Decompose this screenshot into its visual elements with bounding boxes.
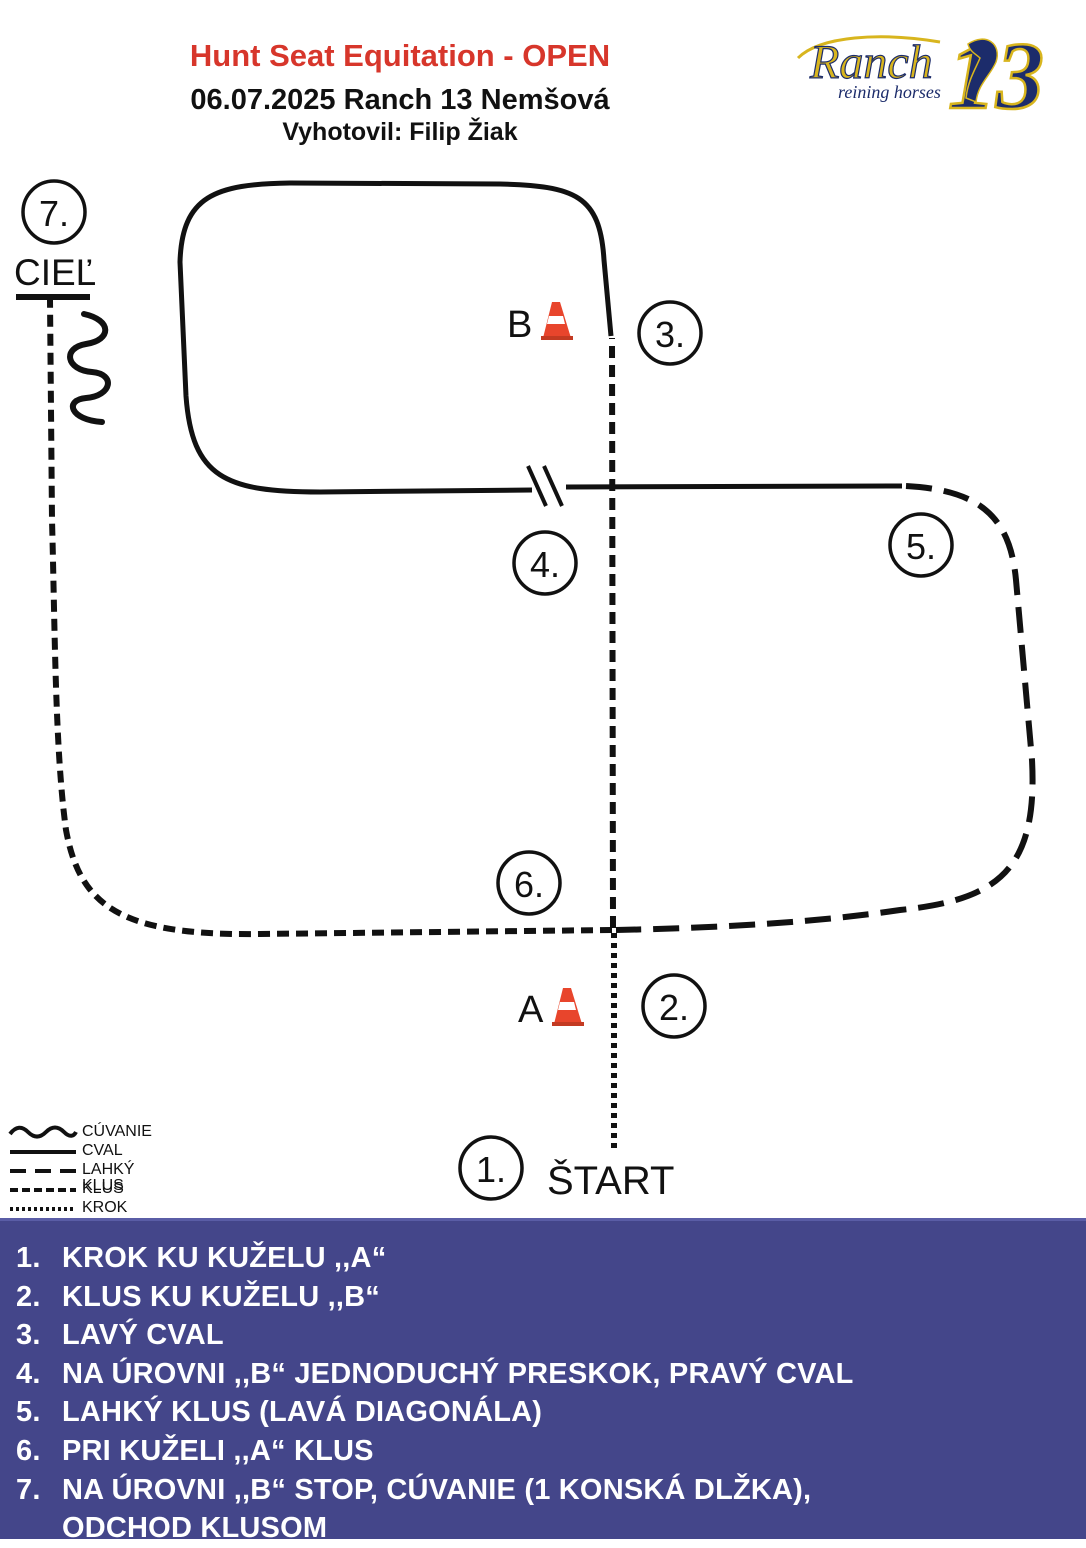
backup-wave <box>67 311 111 425</box>
author-line: Vyhotovil: Filip Žiak <box>282 118 518 146</box>
marker-5-label: 5. <box>906 526 936 567</box>
posting-trot-path <box>615 483 1036 933</box>
step-text: KLUS KU KUŽELU ,,B“ <box>62 1280 380 1313</box>
logo-tagline: reining horses <box>838 82 941 102</box>
marker-7-label: 7. <box>39 193 69 234</box>
solid-line-icon <box>10 1150 76 1154</box>
lope-path-left-circle <box>177 180 614 495</box>
cone-b-label: B <box>507 304 532 346</box>
ranch-13-logo: Ranch reining horses 13 <box>796 21 1045 124</box>
marker-6-label: 6. <box>514 864 544 905</box>
long-dash-line-icon <box>10 1169 76 1173</box>
wave-line-icon <box>8 1125 78 1139</box>
step-number: 3. <box>16 1319 41 1352</box>
marker-1: 1. <box>458 1135 524 1201</box>
step-text: PRI KUŽELI ,,A“ KLUS <box>62 1434 374 1467</box>
step-item: 1. KROK KU KUŽELU ,,A“ <box>16 1239 1086 1278</box>
event-date-location: 06.07.2025 Ranch 13 Nemšová <box>190 84 610 116</box>
legend-label-posting-trot: LAHKÝ KLUS <box>82 1161 135 1194</box>
marker-5: 5. <box>888 512 954 578</box>
marker-4: 4. <box>512 530 578 596</box>
step-text: NA ÚROVNI ,,B“ JEDNODUCHÝ PRESKOK, PRAVÝ… <box>62 1357 854 1390</box>
lope-path-right <box>565 483 903 490</box>
step-number: 5. <box>16 1396 41 1429</box>
legend-label-lope: CVAL <box>82 1142 123 1159</box>
marker-7: 7. <box>21 179 87 245</box>
step-number: 4. <box>16 1357 41 1390</box>
step-text: LAVÝ CVAL <box>62 1319 224 1352</box>
step-number: 7. <box>16 1473 41 1506</box>
step-text: KROK KU KUŽELU ,,A“ <box>62 1242 387 1274</box>
marker-6: 6. <box>496 850 562 916</box>
step-item: 7. NA ÚROVNI ,,B“ STOP, CÚVANIE (1 KONSKÁ… <box>16 1471 1086 1548</box>
legend-label-trot: KLUS <box>82 1180 124 1197</box>
trot-path-a-to-b <box>609 337 616 929</box>
trot-path-to-finish <box>47 299 613 938</box>
steps-list: 1. KROK KU KUŽELU ,,A“ 2. KLUS KU KUŽELU ,… <box>0 1221 1086 1548</box>
marker-3-label: 3. <box>655 314 685 355</box>
step-item: 4. NA ÚROVNI ,,B“ JEDNODUCHÝ PRESKOK, PRA… <box>16 1355 1086 1394</box>
lead-change-mark <box>526 465 564 507</box>
step-item: 3. LAVÝ CVAL <box>16 1316 1086 1355</box>
marker-3: 3. <box>637 300 703 366</box>
step-text: LAHKÝ KLUS (LAVÁ DIAGONÁLA) <box>62 1396 543 1429</box>
cone-a-label: A <box>518 989 544 1031</box>
cone-b-icon <box>541 302 573 340</box>
step-item: 6. PRI KUŽELI ,,A“ KLUS <box>16 1432 1086 1471</box>
marker-4-label: 4. <box>530 544 560 585</box>
marker-1-label: 1. <box>476 1149 506 1190</box>
cone-a-icon <box>552 988 584 1026</box>
marker-2-label: 2. <box>659 987 689 1028</box>
pattern-diagram: 1. 2. 3. 4. 5. 6. 7. CIEĽ ŠTART B A <box>14 179 1036 1203</box>
marker-2: 2. <box>641 973 707 1039</box>
step-number: 6. <box>16 1434 41 1467</box>
logo-word: Ranch <box>809 36 933 89</box>
step-item: 2. KLUS KU KUŽELU ,,B“ <box>16 1278 1086 1317</box>
logo-number: 13 <box>948 22 1044 124</box>
legend-label-walk: KROK <box>82 1199 128 1216</box>
steps-panel: 1. KROK KU KUŽELU ,,A“ 2. KLUS KU KUŽELU ,… <box>0 1218 1086 1544</box>
step-number: 2. <box>16 1280 41 1313</box>
dash-line-icon <box>10 1188 76 1192</box>
step-item: 5. LAHKÝ KLUS (LAVÁ DIAGONÁLA) <box>16 1393 1086 1432</box>
horse-head-icon <box>965 38 999 104</box>
step-text: NA ÚROVNI ,,B“ STOP, CÚVANIE (1 KONSKÁ D… <box>62 1473 812 1545</box>
start-label: ŠTART <box>547 1158 674 1203</box>
step-number: 1. <box>16 1242 41 1274</box>
legend-label-backup: CÚVANIE <box>82 1123 152 1140</box>
dot-line-icon <box>10 1207 76 1211</box>
pattern-title: Hunt Seat Equitation - OPEN <box>189 38 611 73</box>
finish-label: CIEĽ <box>14 252 96 293</box>
